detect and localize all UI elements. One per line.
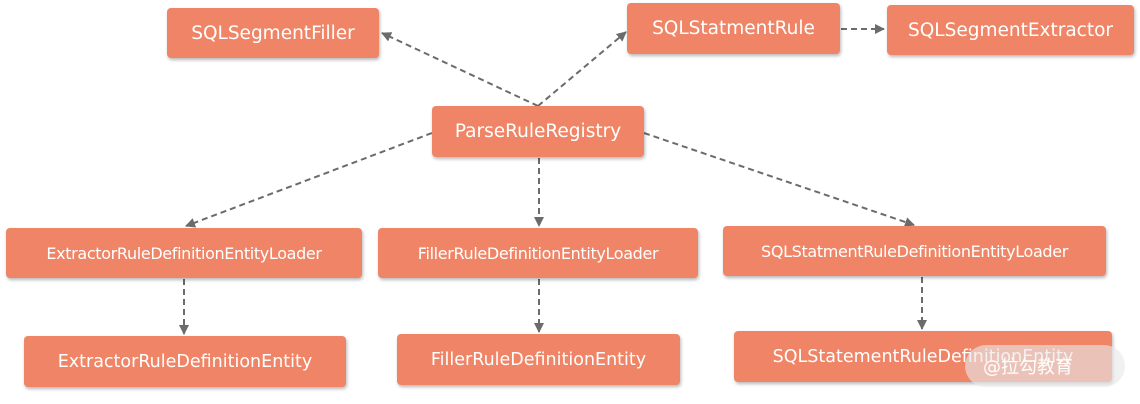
node-label: FillerRuleDefinitionEntityLoader	[417, 243, 659, 263]
node-label: SQLSegmentFiller	[191, 22, 355, 44]
watermark: @拉勾教育	[965, 345, 1125, 387]
node-label: SQLStatmentRuleDefinitionEntityLoader	[761, 241, 1068, 261]
node-sql-statment-rule: SQLStatmentRule	[627, 3, 840, 54]
node-label: FillerRuleDefinitionEntity	[430, 349, 647, 370]
node-label: SQLSegmentExtractor	[907, 19, 1114, 41]
node-filler-rule-definition-entity-loader: FillerRuleDefinitionEntityLoader	[378, 228, 698, 278]
arrow-registry-to-segment-filler	[381, 32, 539, 107]
node-label: SQLStatmentRule	[652, 18, 815, 39]
node-label: ParseRuleRegistry	[454, 121, 622, 142]
arrow-registry-to-statment-rule	[537, 31, 627, 107]
node-label: ExtractorRuleDefinitionEntityLoader	[46, 243, 322, 263]
node-sql-segment-extractor: SQLSegmentExtractor	[887, 5, 1134, 55]
node-extractor-rule-definition-entity: ExtractorRuleDefinitionEntity	[24, 336, 346, 387]
arrow-registry-to-extractor-loader	[185, 132, 433, 228]
watermark-text: @拉勾教育	[983, 357, 1073, 378]
node-extractor-rule-definition-entity-loader: ExtractorRuleDefinitionEntityLoader	[6, 228, 362, 278]
node-label: ExtractorRuleDefinitionEntity	[57, 351, 313, 372]
arrow-registry-to-sql-statment-loader	[643, 132, 915, 227]
node-parse-rule-registry: ParseRuleRegistry	[432, 106, 644, 157]
node-filler-rule-definition-entity: FillerRuleDefinitionEntity	[397, 334, 680, 385]
node-sql-statment-rule-definition-entity-loader: SQLStatmentRuleDefinitionEntityLoader	[723, 226, 1106, 276]
node-sql-segment-filler: SQLSegmentFiller	[167, 8, 379, 58]
